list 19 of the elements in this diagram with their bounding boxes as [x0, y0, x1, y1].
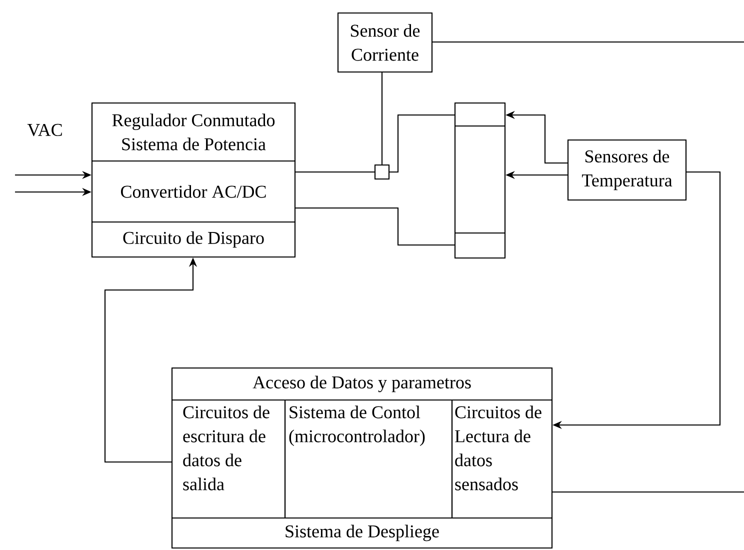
section-box: Regulador Conmutado Sistema de Potencia	[91, 102, 296, 162]
header-cell: Acceso de Datos y parametros	[171, 367, 553, 401]
connector	[296, 207, 454, 246]
section-box: Circuito de Disparo	[91, 221, 296, 258]
connector	[552, 491, 744, 493]
sensor-square	[374, 164, 390, 180]
connector	[390, 114, 454, 173]
terminal-block	[454, 102, 506, 259]
section-box: Convertidor AC/DC	[91, 160, 296, 223]
sensor-box: Sensor de Corriente	[337, 12, 433, 73]
connector	[432, 41, 744, 43]
connector	[296, 171, 374, 173]
input-label: VAC	[27, 124, 62, 136]
table-cell: Circuitos de escritura de datos de salida	[171, 399, 286, 519]
table-cell: Sistema de Contol (microcontrolador)	[284, 399, 453, 519]
table-cell: Circuitos de Lectura de datos sensados	[451, 399, 553, 519]
connector	[381, 72, 383, 164]
sensor-box: Sensores de Temperatura	[567, 139, 687, 201]
footer-cell: Sistema de Despliege	[171, 517, 553, 549]
